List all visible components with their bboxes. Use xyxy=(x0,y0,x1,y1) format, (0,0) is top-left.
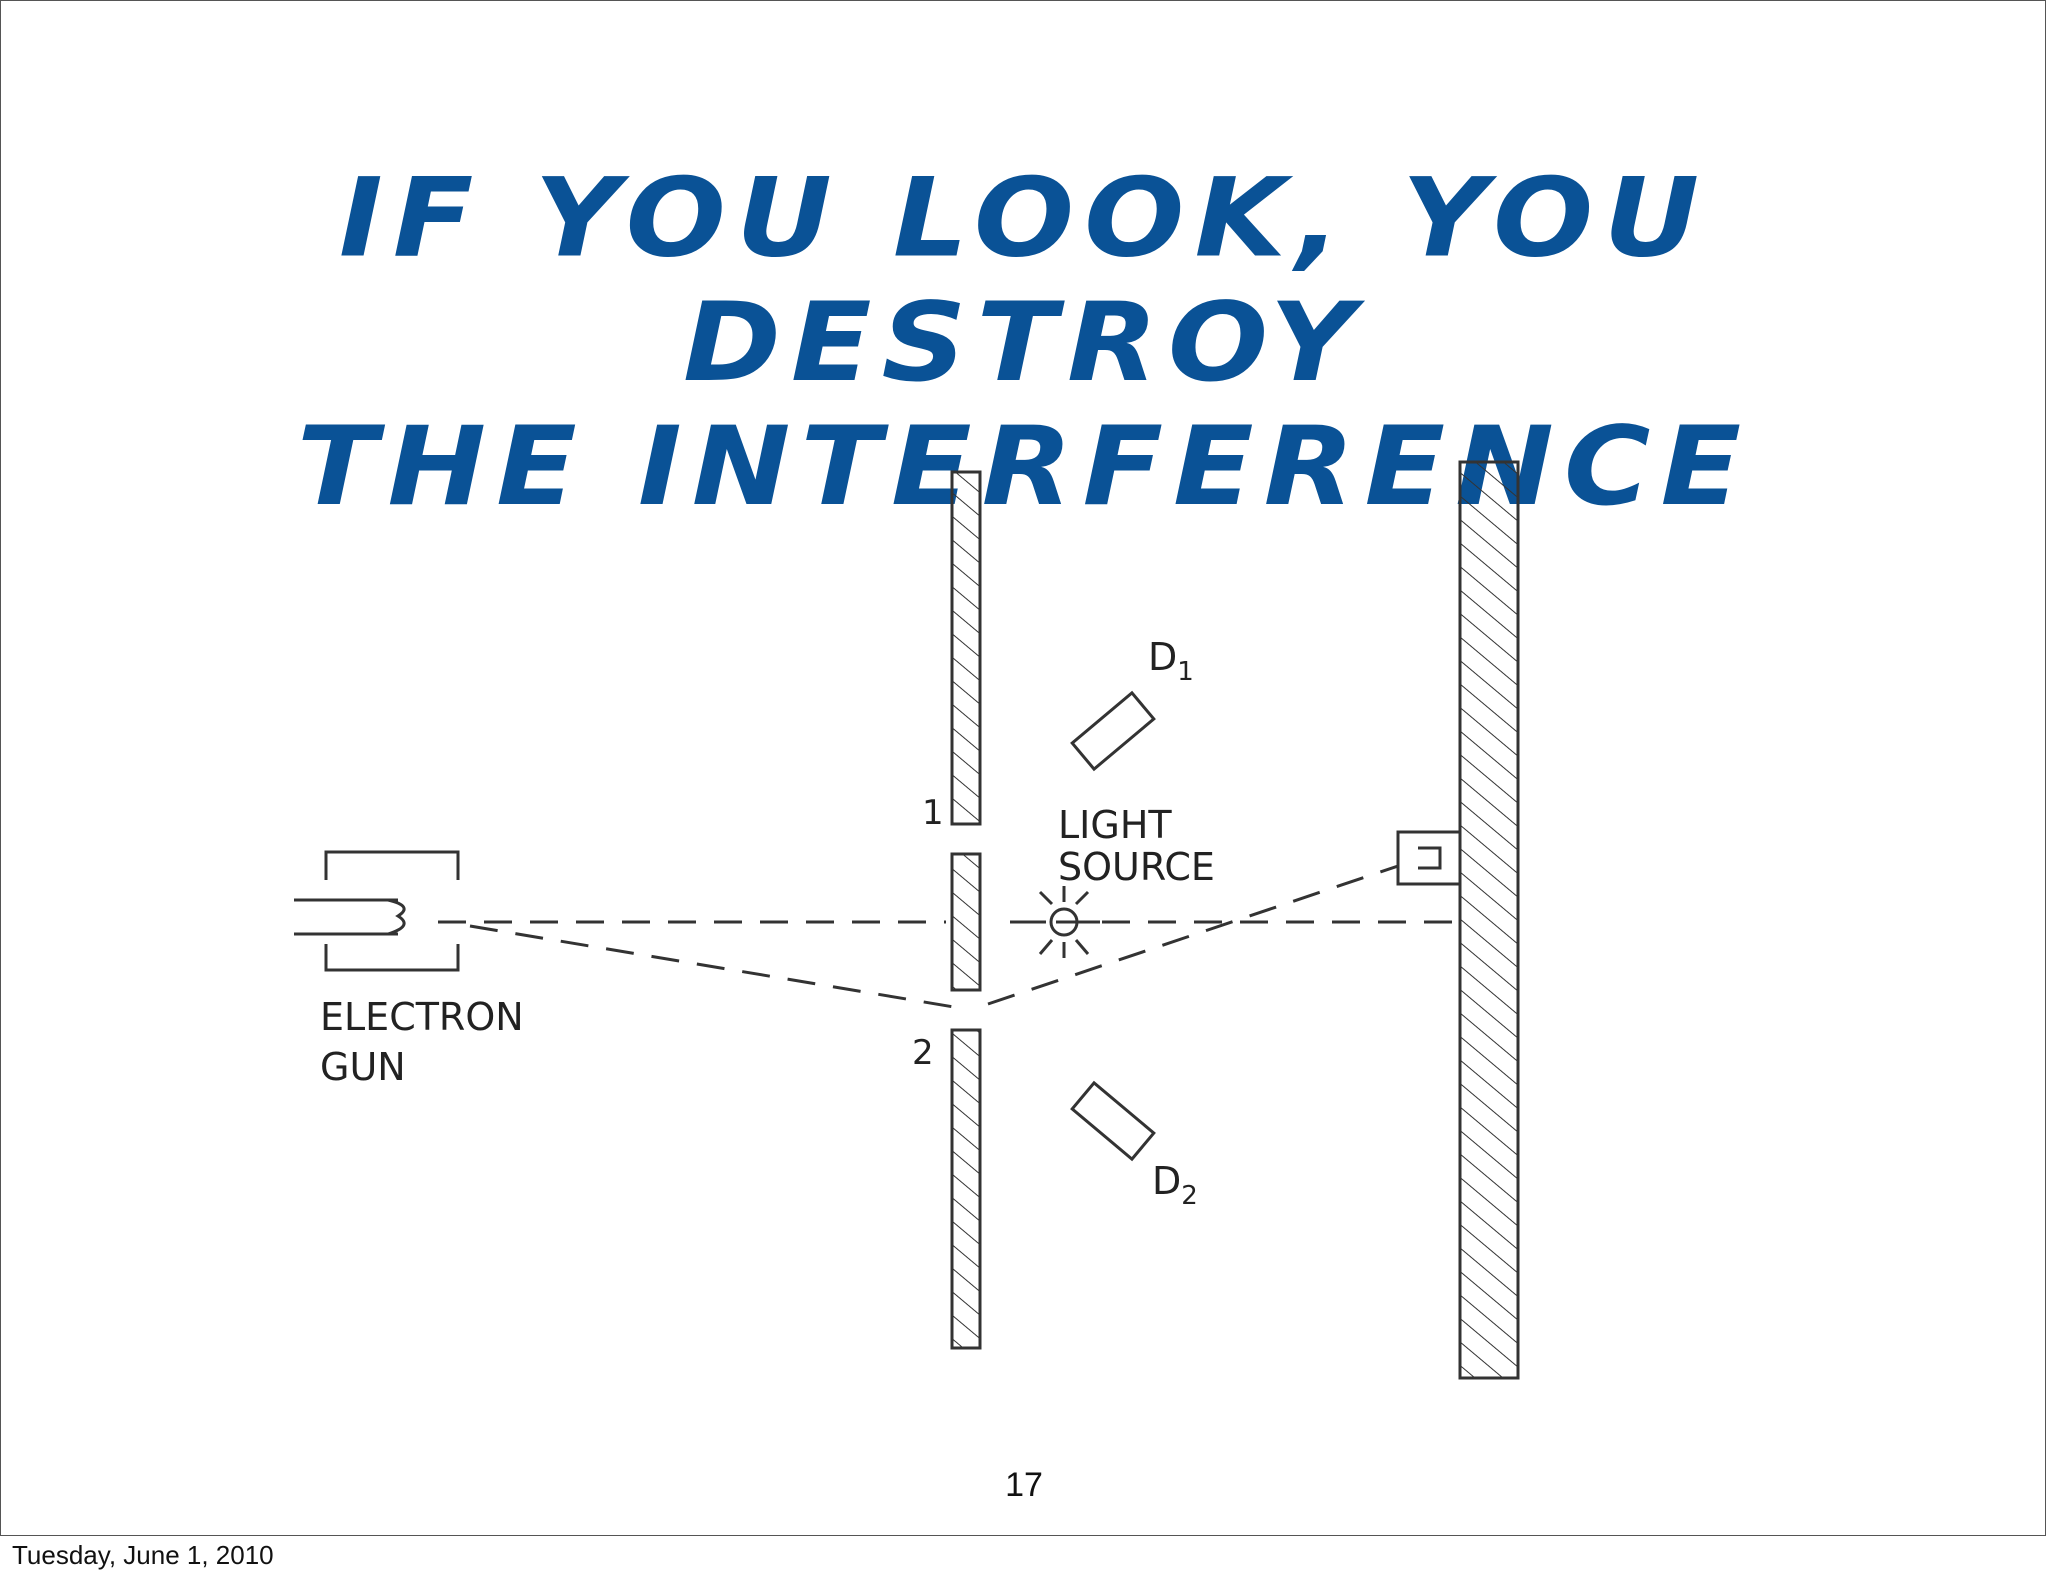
detector-d2-label: D2 xyxy=(1152,1159,1198,1211)
detector-d1-label: D1 xyxy=(1148,635,1194,687)
path-to-slit-2 xyxy=(469,924,961,1010)
light-source-label-line-1: LIGHT xyxy=(1058,803,1172,847)
detector-d2-letter: D xyxy=(1152,1159,1181,1203)
footer-date: Tuesday, June 1, 2010 xyxy=(12,1540,274,1570)
electron-gun-barrel xyxy=(294,898,398,936)
detection-screen xyxy=(1458,460,1520,1380)
electron-gun-housing xyxy=(324,850,460,972)
slide-title-line-1: If you look, you destroy xyxy=(338,154,1710,406)
page-number: 17 xyxy=(1005,1466,1043,1504)
electron-paths xyxy=(438,864,1452,1010)
electron-gun-label-line-1: ELECTRON xyxy=(320,995,524,1039)
light-source-icon xyxy=(1030,886,1100,958)
detector-d1 xyxy=(1070,690,1156,772)
light-source-label-line-2: SOURCE xyxy=(1058,845,1215,889)
slit-1-label: 1 xyxy=(922,793,944,833)
slit-wall-middle-segment xyxy=(950,852,982,992)
electron-gun xyxy=(294,850,460,972)
path-to-screen-detector xyxy=(987,864,1399,1006)
slide-frame xyxy=(0,0,2046,1536)
slit-wall-upper-segment xyxy=(950,470,982,826)
slit-wall-lower-segment xyxy=(950,1028,982,1350)
detector-d2-subscript: 2 xyxy=(1181,1181,1198,1211)
detector-d1-letter: D xyxy=(1148,635,1177,679)
electron-gun-filament xyxy=(387,898,406,936)
slit-2-label: 2 xyxy=(912,1033,934,1073)
slit-wall xyxy=(950,470,982,1350)
screen-detector xyxy=(1396,830,1460,886)
detector-d1-subscript: 1 xyxy=(1177,657,1194,687)
detector-d2 xyxy=(1070,1080,1156,1162)
electron-gun-label-line-2: GUN xyxy=(320,1045,406,1089)
